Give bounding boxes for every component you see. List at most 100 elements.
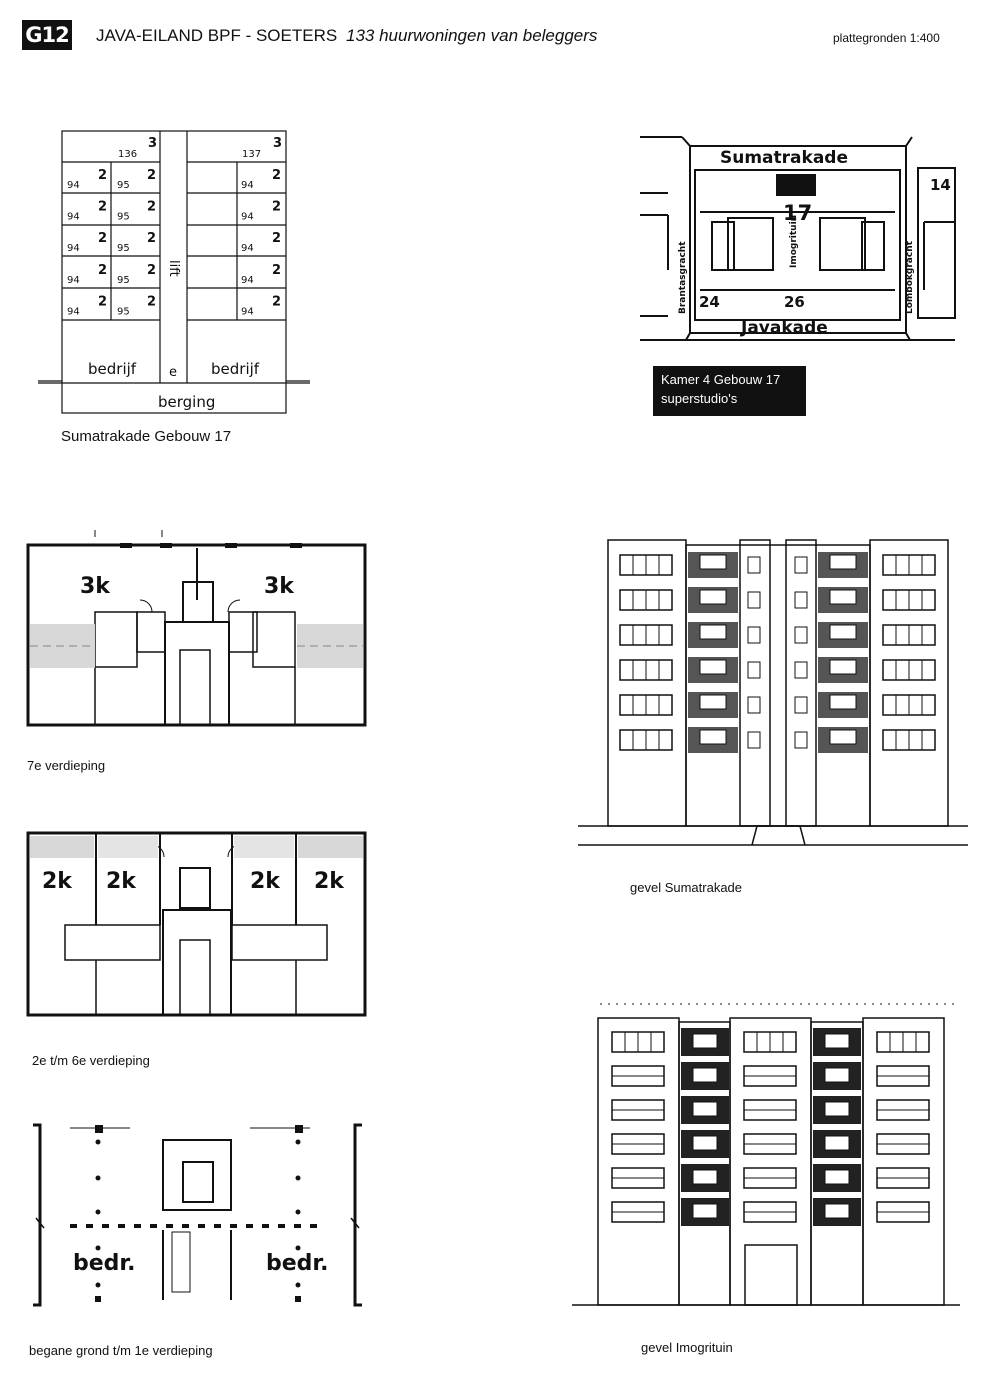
facade-imogrituin-caption: gevel Imogrituin: [641, 1340, 733, 1355]
unit-size: 2: [98, 231, 107, 246]
bedrijf-left-label: bedrijf: [88, 360, 137, 378]
site-map-drawing: Sumatrakade Javakade Brantasgracht Lombo…: [640, 136, 956, 341]
building-number: 14: [930, 176, 951, 194]
unit-size: 2: [98, 294, 107, 309]
plan-2-6-caption: 2e t/m 6e verdieping: [32, 1053, 150, 1068]
facade-window: [829, 729, 857, 745]
balcony: [98, 836, 158, 858]
kamer-label: Kamer 4 Gebouw 17 superstudio's: [653, 366, 806, 416]
plan-7-drawing: 3k 3k: [26, 530, 367, 727]
facade-window: [699, 694, 727, 710]
street-left-label: Brantasgracht: [678, 241, 688, 314]
room-label-2k: 2k: [42, 869, 73, 894]
facade-window: [829, 694, 857, 710]
bedrijf-right-label: bedrijf: [211, 360, 260, 378]
unit-size-label: 3: [148, 136, 157, 151]
stair-window: [747, 626, 761, 644]
plan-ground-caption: begane grond t/m 1e verdieping: [29, 1343, 213, 1358]
unit-type: 94: [67, 275, 80, 286]
facade-window: [692, 1203, 718, 1219]
section-badge: G12: [22, 20, 72, 50]
stair-window: [747, 661, 761, 679]
facade-window: [829, 624, 857, 640]
room-label-2k: 2k: [250, 869, 281, 894]
facade-window: [692, 1067, 718, 1083]
street-right-label: Lombokgracht: [905, 240, 915, 314]
stair-window: [747, 591, 761, 609]
street-top-label: Sumatrakade: [720, 148, 848, 168]
building-number: 17: [783, 201, 812, 225]
stair-window: [747, 696, 761, 714]
facade-imogrituin-drawing: [572, 1003, 960, 1306]
room-label-2k: 2k: [314, 869, 345, 894]
balcony: [30, 836, 94, 858]
balcony: [298, 836, 363, 858]
stair-window: [794, 696, 808, 714]
unit-size: 2: [272, 263, 281, 278]
room-label-bedr: bedr.: [73, 1251, 136, 1276]
unit-type: 95: [117, 275, 130, 286]
unit-type: 94: [67, 180, 80, 191]
unit-type-137: 137: [242, 149, 261, 160]
facade-window: [699, 624, 727, 640]
unit-size: 2: [147, 168, 156, 183]
unit-size: 2: [272, 168, 281, 183]
berging-label: berging: [158, 393, 215, 411]
facade-window: [824, 1101, 850, 1117]
stair-window: [747, 556, 761, 574]
facade-window: [699, 589, 727, 605]
page-title: JAVA-EILAND BPF - SOETERS: [96, 26, 338, 45]
unit-type: 94: [67, 306, 80, 317]
section-plan-drawing: 136 3 137 3 9429529429429529429429529429…: [38, 130, 310, 414]
plan-7-caption: 7e verdieping: [27, 758, 106, 773]
facade-window: [699, 729, 727, 745]
unit-type: 95: [117, 180, 130, 191]
building-number: 24: [699, 293, 720, 311]
unit-type: 94: [241, 275, 254, 286]
facade-window: [824, 1067, 850, 1083]
building-number: 26: [784, 293, 805, 311]
unit-size: 2: [98, 168, 107, 183]
room-label-bedr: bedr.: [266, 1251, 329, 1276]
facade-window: [692, 1169, 718, 1185]
unit-size-label: 3: [273, 136, 282, 151]
unit-type: 94: [241, 180, 254, 191]
facade-window: [824, 1169, 850, 1185]
unit-type: 94: [241, 306, 254, 317]
street-center-label: Imogrituin: [789, 215, 799, 268]
stair-window: [794, 626, 808, 644]
unit-type: 94: [67, 212, 80, 223]
unit-size: 2: [147, 231, 156, 246]
facade-window: [692, 1101, 718, 1117]
unit-type: 95: [117, 306, 130, 317]
facade-window: [829, 659, 857, 675]
unit-size: 2: [98, 200, 107, 215]
facade-window: [829, 554, 857, 570]
facade-window: [699, 659, 727, 675]
stair-window: [747, 731, 761, 749]
balcony: [234, 836, 294, 858]
lift-label: lift: [166, 260, 181, 277]
stair-window: [794, 731, 808, 749]
unit-type: 95: [117, 212, 130, 223]
facade-sumatrakade-drawing: [578, 539, 968, 846]
street-bottom-label: Javakade: [740, 318, 828, 338]
room-label-3k: 3k: [80, 574, 111, 599]
unit-size: 2: [272, 294, 281, 309]
plan-2-6-drawing: 2k 2k 2k 2k: [26, 831, 367, 1017]
unit-size: 2: [272, 200, 281, 215]
unit-size: 2: [147, 200, 156, 215]
stair-window: [794, 556, 808, 574]
facade-window: [824, 1033, 850, 1049]
unit-size: 2: [98, 263, 107, 278]
scale-label: plattegronden 1:400: [833, 31, 940, 45]
plan-ground-drawing: bedr. bedr.: [33, 1123, 362, 1307]
unit-type: 94: [241, 243, 254, 254]
section-plan-caption: Sumatrakade Gebouw 17: [61, 428, 232, 445]
facade-sumatrakade-caption: gevel Sumatrakade: [630, 880, 743, 895]
facade-window: [692, 1033, 718, 1049]
room-label-2k: 2k: [106, 869, 137, 894]
stair-window: [794, 661, 808, 679]
room-label-3k: 3k: [264, 574, 295, 599]
unit-size: 2: [147, 294, 156, 309]
